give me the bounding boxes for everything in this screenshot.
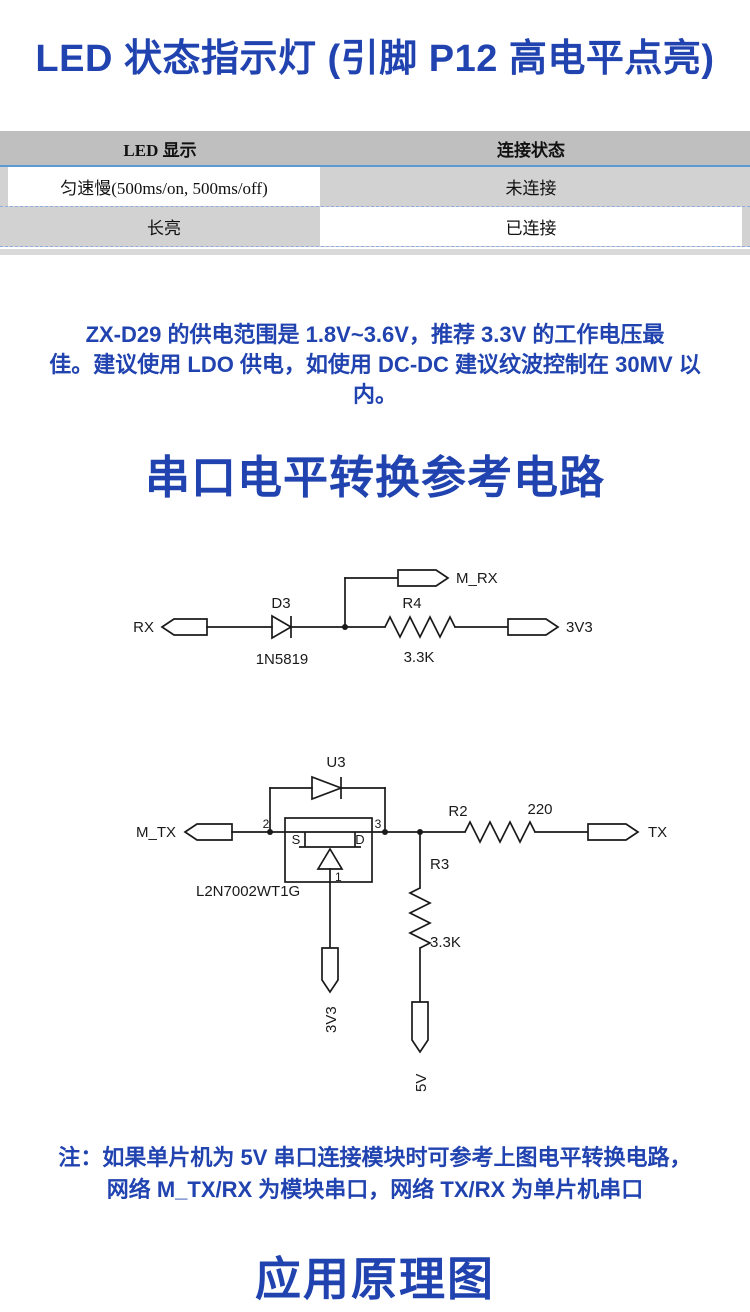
mosfet-part-label: L2N7002WT1G xyxy=(196,883,300,900)
r3-value-label: 3.3K xyxy=(430,934,461,951)
tx-port xyxy=(587,823,640,841)
level-shift-note: 注：如果单片机为 5V 串口连接模块时可参考上图电平转换电路， 网络 M_TX/… xyxy=(0,1142,750,1206)
rx-port xyxy=(160,618,208,636)
page-title: LED 状态指示灯 (引脚 P12 高电平点亮) xyxy=(35,38,715,80)
power-supply-note: ZX-D29 的供电范围是 1.8V~3.6V，推荐 3.3V 的工作电压最 佳… xyxy=(0,320,750,410)
table-header-led: LED 显示 xyxy=(123,140,197,160)
cell-led-blink: 匀速慢(500ms/on, 500ms/off) xyxy=(8,167,320,206)
mosfet-outline xyxy=(284,817,373,883)
v33-bottom-net-label: 3V3 xyxy=(323,1006,340,1033)
v33-port xyxy=(507,618,560,636)
v33-net-label: 3V3 xyxy=(566,619,593,636)
mtx-net-label: M_TX xyxy=(136,824,176,841)
mosfet-drain-label: D xyxy=(355,832,364,847)
r4-ref-label: R4 xyxy=(402,595,421,612)
diode-d3 xyxy=(271,614,293,640)
r2-value-label: 220 xyxy=(527,801,552,818)
resistor-r4 xyxy=(384,615,456,639)
table-header-status: 连接状态 xyxy=(497,140,565,160)
rx-net-label: RX xyxy=(133,619,154,636)
uart-level-shift-schematic: RX D3 1N5819 M_RX R4 3.3K 3V3 U3 xyxy=(133,569,667,1092)
led-status-table: LED 显示 连接状态 匀速慢(500ms/on, 500ms/off) 未连接… xyxy=(0,131,750,255)
rx-circuit: RX D3 1N5819 M_RX R4 3.3K 3V3 xyxy=(133,569,593,668)
cell-led-solid: 长亮 xyxy=(147,219,181,238)
note-line: 注：如果单片机为 5V 串口连接模块时可参考上图电平转换电路， xyxy=(58,1145,692,1170)
r3-ref-label: R3 xyxy=(430,856,449,873)
section-title-application: 应用原理图 xyxy=(255,1253,495,1305)
v5-net-label: 5V xyxy=(413,1074,430,1092)
power-note-line: 内。 xyxy=(352,382,397,407)
tx-circuit: U3 M_TX 2 3 S D 1 L2N xyxy=(136,754,667,1092)
d3-ref-label: D3 xyxy=(271,595,290,612)
resistor-r2 xyxy=(464,820,536,844)
v33-bottom-port xyxy=(321,947,339,994)
mosfet-pin2-label: 2 xyxy=(263,817,270,831)
note-line: 网络 M_TX/RX 为模块串口，网络 TX/RX 为单片机串口 xyxy=(106,1177,644,1202)
resistor-r3 xyxy=(408,887,432,949)
mrx-port xyxy=(397,569,450,587)
diode-u3 xyxy=(311,775,344,801)
mosfet-pin3-label: 3 xyxy=(375,817,382,831)
table-row: 长亮 已连接 xyxy=(0,207,750,247)
d3-part-label: 1N5819 xyxy=(256,651,309,668)
power-note-line: 佳。建议使用 LDO 供电，如使用 DC-DC 建议纹波控制在 30MV 以 xyxy=(49,352,701,377)
table-bottom-strip xyxy=(0,249,750,255)
power-note-line: ZX-D29 的供电范围是 1.8V~3.6V，推荐 3.3V 的工作电压最 xyxy=(85,322,665,347)
r2-ref-label: R2 xyxy=(448,803,467,820)
cell-status-connected: 已连接 xyxy=(320,207,742,246)
mosfet-pin1-label: 1 xyxy=(335,870,342,884)
u3-ref-label: U3 xyxy=(326,754,345,771)
table-header-row: LED 显示 连接状态 xyxy=(0,131,750,167)
mosfet-gate-arrow xyxy=(316,847,344,870)
v5-port xyxy=(411,1001,429,1054)
table-row: 匀速慢(500ms/on, 500ms/off) 未连接 xyxy=(0,167,750,207)
tx-net-label: TX xyxy=(648,824,667,841)
r4-value-label: 3.3K xyxy=(404,649,435,666)
cell-status-disconnected: 未连接 xyxy=(505,179,557,198)
mosfet-source-label: S xyxy=(292,832,301,847)
mtx-port xyxy=(183,823,233,841)
section-title-uart: 串口电平转换参考电路 xyxy=(144,452,605,503)
mrx-net-label: M_RX xyxy=(456,570,498,587)
